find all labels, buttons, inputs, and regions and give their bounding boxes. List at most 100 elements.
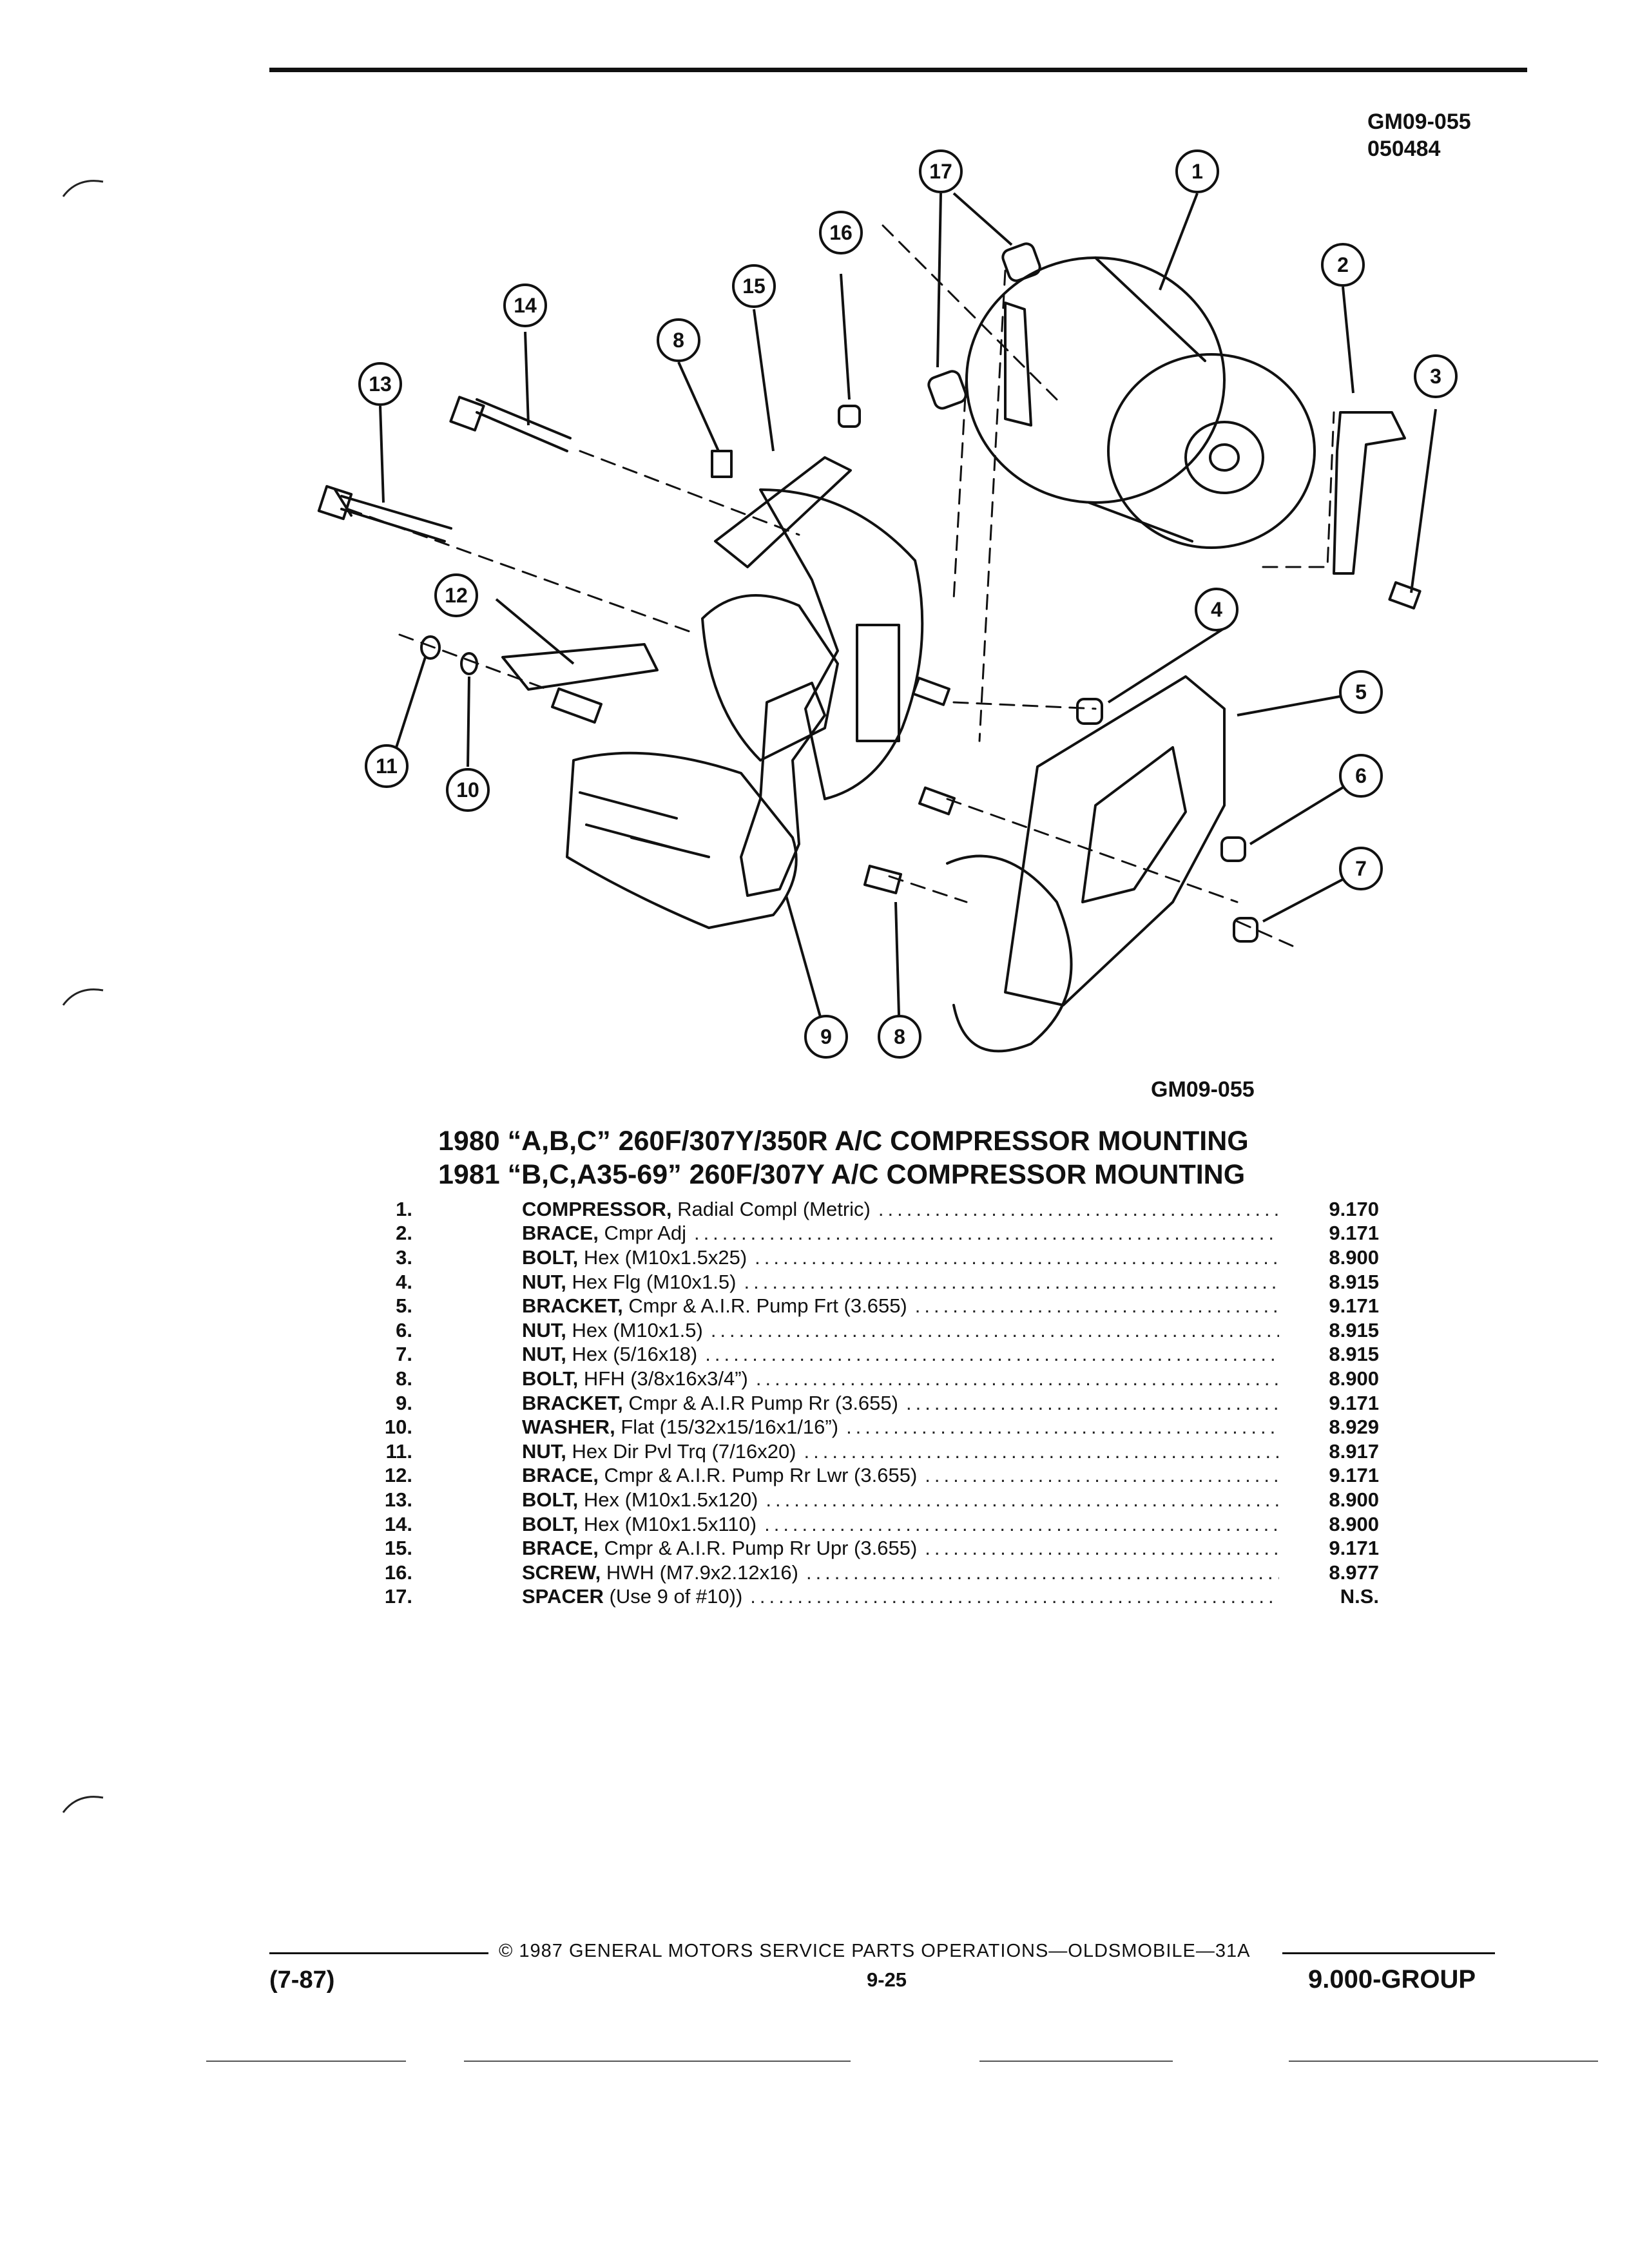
part-description: NUT, Hex (5/16x18)......................… — [522, 1343, 1279, 1366]
part-description: BOLT, Hex (M10x1.5x25)..................… — [522, 1246, 1279, 1269]
bottom-line — [464, 2061, 851, 2062]
leader-dots: ........................................… — [710, 1318, 1279, 1341]
part-group-number: 8.917 — [1329, 1439, 1379, 1463]
footer-copyright: © 1987 GENERAL MOTORS SERVICE PARTS OPER… — [499, 1941, 1251, 1961]
part-group-number: 9.171 — [1329, 1464, 1379, 1487]
part-description: NUT, Hex Flg (M10x1.5)..................… — [522, 1271, 1279, 1294]
washer-10 — [460, 652, 478, 675]
part-spec: HFH (3/8x16x3/4”) — [583, 1367, 748, 1390]
leader-dots: ........................................… — [914, 1294, 1279, 1318]
footer-page-number: 9-25 — [867, 1968, 907, 1991]
part-row: 3. BOLT, Hex (M10x1.5x25)................… — [374, 1245, 1392, 1270]
part-name: BOLT, — [522, 1512, 579, 1535]
nut-4 — [1076, 698, 1103, 725]
leader-dots: ........................................… — [755, 1367, 1279, 1390]
top-rule — [269, 68, 1527, 72]
part-row: 4. NUT, Hex Flg (M10x1.5)................… — [374, 1270, 1392, 1294]
leader-dots: ........................................… — [705, 1343, 1279, 1366]
part-row: 13.BOLT, Hex (M10x1.5x120)..............… — [374, 1488, 1392, 1512]
part-number: 5. — [396, 1294, 412, 1318]
part-spec: Hex (M10x1.5x110) — [583, 1512, 757, 1535]
part-description: BRACKET, Cmpr & A.I.R Pump Rr (3.655)...… — [522, 1392, 1279, 1415]
part-number: 8. — [396, 1367, 412, 1390]
part-spec: Hex (5/16x18) — [572, 1343, 698, 1366]
footer-group: 9.000-GROUP — [1308, 1965, 1476, 1994]
part-group-number: 9.170 — [1329, 1197, 1379, 1220]
exploded-diagram — [317, 192, 1437, 1053]
part-name: BRACE, — [522, 1537, 599, 1560]
part-number: 11. — [385, 1439, 412, 1463]
part-number: 13. — [384, 1488, 412, 1511]
part-row: 17.SPACER (Use 9 of #10))...............… — [374, 1585, 1392, 1610]
part-group-number: 8.915 — [1329, 1270, 1379, 1293]
leader-dots: ........................................… — [744, 1270, 1279, 1293]
part-spec: Flat (15/32x15/16x1/16”) — [621, 1416, 839, 1439]
callout-17: 17 — [919, 149, 963, 193]
part-group-number: N.S. — [1340, 1585, 1379, 1608]
part-name: SPACER — [522, 1585, 604, 1608]
part-name: NUT, — [522, 1343, 566, 1366]
part-group-number: 8.915 — [1329, 1318, 1379, 1341]
part-number: 2. — [396, 1222, 412, 1245]
callout-3: 3 — [1414, 354, 1458, 398]
part-number: 9. — [396, 1391, 412, 1414]
part-group-number: 8.900 — [1329, 1367, 1379, 1390]
figure-caption: GM09-055 — [1151, 1077, 1255, 1102]
leader-dots: ........................................… — [878, 1197, 1279, 1220]
part-group-number: 8.900 — [1329, 1245, 1379, 1269]
bolt-3 — [1388, 581, 1422, 610]
footer-rule-left — [269, 1952, 488, 1954]
part-name: SCREW, — [522, 1561, 601, 1584]
part-row: 16.SCREW, HWH (M7.9x2.12x16)............… — [374, 1561, 1392, 1585]
leader-dots: ........................................… — [693, 1222, 1279, 1245]
callout-6: 6 — [1339, 754, 1383, 798]
margin-mark — [62, 988, 104, 1006]
margin-mark — [62, 180, 104, 197]
nut-11 — [420, 635, 441, 660]
part-row: 5.BRACKET, Cmpr & A.I.R. Pump Frt (3.655… — [374, 1294, 1392, 1318]
part-spec: Hex (M10x1.5x25) — [583, 1245, 747, 1269]
leader-dots: ........................................… — [905, 1391, 1279, 1414]
part-name: BRACKET, — [522, 1391, 623, 1414]
part-number: 4. — [396, 1270, 412, 1293]
part-name: BOLT, — [522, 1488, 579, 1511]
part-description: NUT, Hex Dir Pvl Trq (7/16x20)..........… — [522, 1440, 1279, 1463]
callout-2: 2 — [1321, 243, 1365, 287]
title-1981: 1981 “B,C,A35-69” 260F/307Y A/C COMPRESS… — [438, 1159, 1246, 1190]
part-number: 3. — [396, 1245, 412, 1269]
part-number: 12. — [384, 1464, 412, 1487]
part-name: BRACE, — [522, 1222, 599, 1245]
part-spec: Cmpr & A.I.R Pump Rr (3.655) — [628, 1391, 898, 1414]
leader-dots: ........................................… — [755, 1245, 1279, 1269]
part-number: 15. — [384, 1537, 412, 1560]
brace-upper — [714, 456, 852, 568]
part-description: BOLT, Hex (M10x1.5x110).................… — [522, 1513, 1279, 1536]
leader-dots: ........................................… — [804, 1439, 1279, 1463]
part-spec: Cmpr & A.I.R. Pump Rr Upr (3.655) — [604, 1537, 918, 1560]
leader-dots: ........................................… — [805, 1561, 1279, 1584]
callout-14: 14 — [503, 284, 547, 327]
part-number: 17. — [384, 1585, 412, 1608]
part-row: 8. BOLT, HFH (3/8x16x3/4”)...............… — [374, 1367, 1392, 1391]
part-group-number: 8.900 — [1329, 1512, 1379, 1535]
part-spec: Cmpr & A.I.R. Pump Rr Lwr (3.655) — [604, 1464, 918, 1487]
part-description: WASHER, Flat (15/32x15/16x1/16”)........… — [522, 1416, 1279, 1439]
leader-dots: ........................................… — [925, 1537, 1279, 1560]
callout-9: 9 — [804, 1015, 848, 1059]
bottom-line — [1289, 2061, 1598, 2062]
part-row: 10.WASHER, Flat (15/32x15/16x1/16”).....… — [374, 1415, 1392, 1439]
part-number: 16. — [384, 1561, 412, 1584]
part-row: 1.COMPRESSOR, Radial Compl (Metric).....… — [374, 1197, 1392, 1222]
part-group-number: 9.171 — [1329, 1391, 1379, 1414]
part-group-number: 9.171 — [1329, 1537, 1379, 1560]
callout-4: 4 — [1195, 588, 1239, 631]
part-group-number: 8.915 — [1329, 1343, 1379, 1366]
part-name: BOLT, — [522, 1367, 579, 1390]
nut-7 — [1233, 917, 1258, 943]
crank-pulley — [946, 854, 1073, 1053]
part-spec: Hex (M10x1.5) — [572, 1318, 703, 1341]
part-description: BOLT, HFH (3/8x16x3/4”).................… — [522, 1367, 1279, 1390]
part-spec: Hex (M10x1.5x120) — [583, 1488, 758, 1511]
part-spec: Radial Compl (Metric) — [677, 1197, 871, 1220]
bracket-rear — [740, 682, 826, 897]
